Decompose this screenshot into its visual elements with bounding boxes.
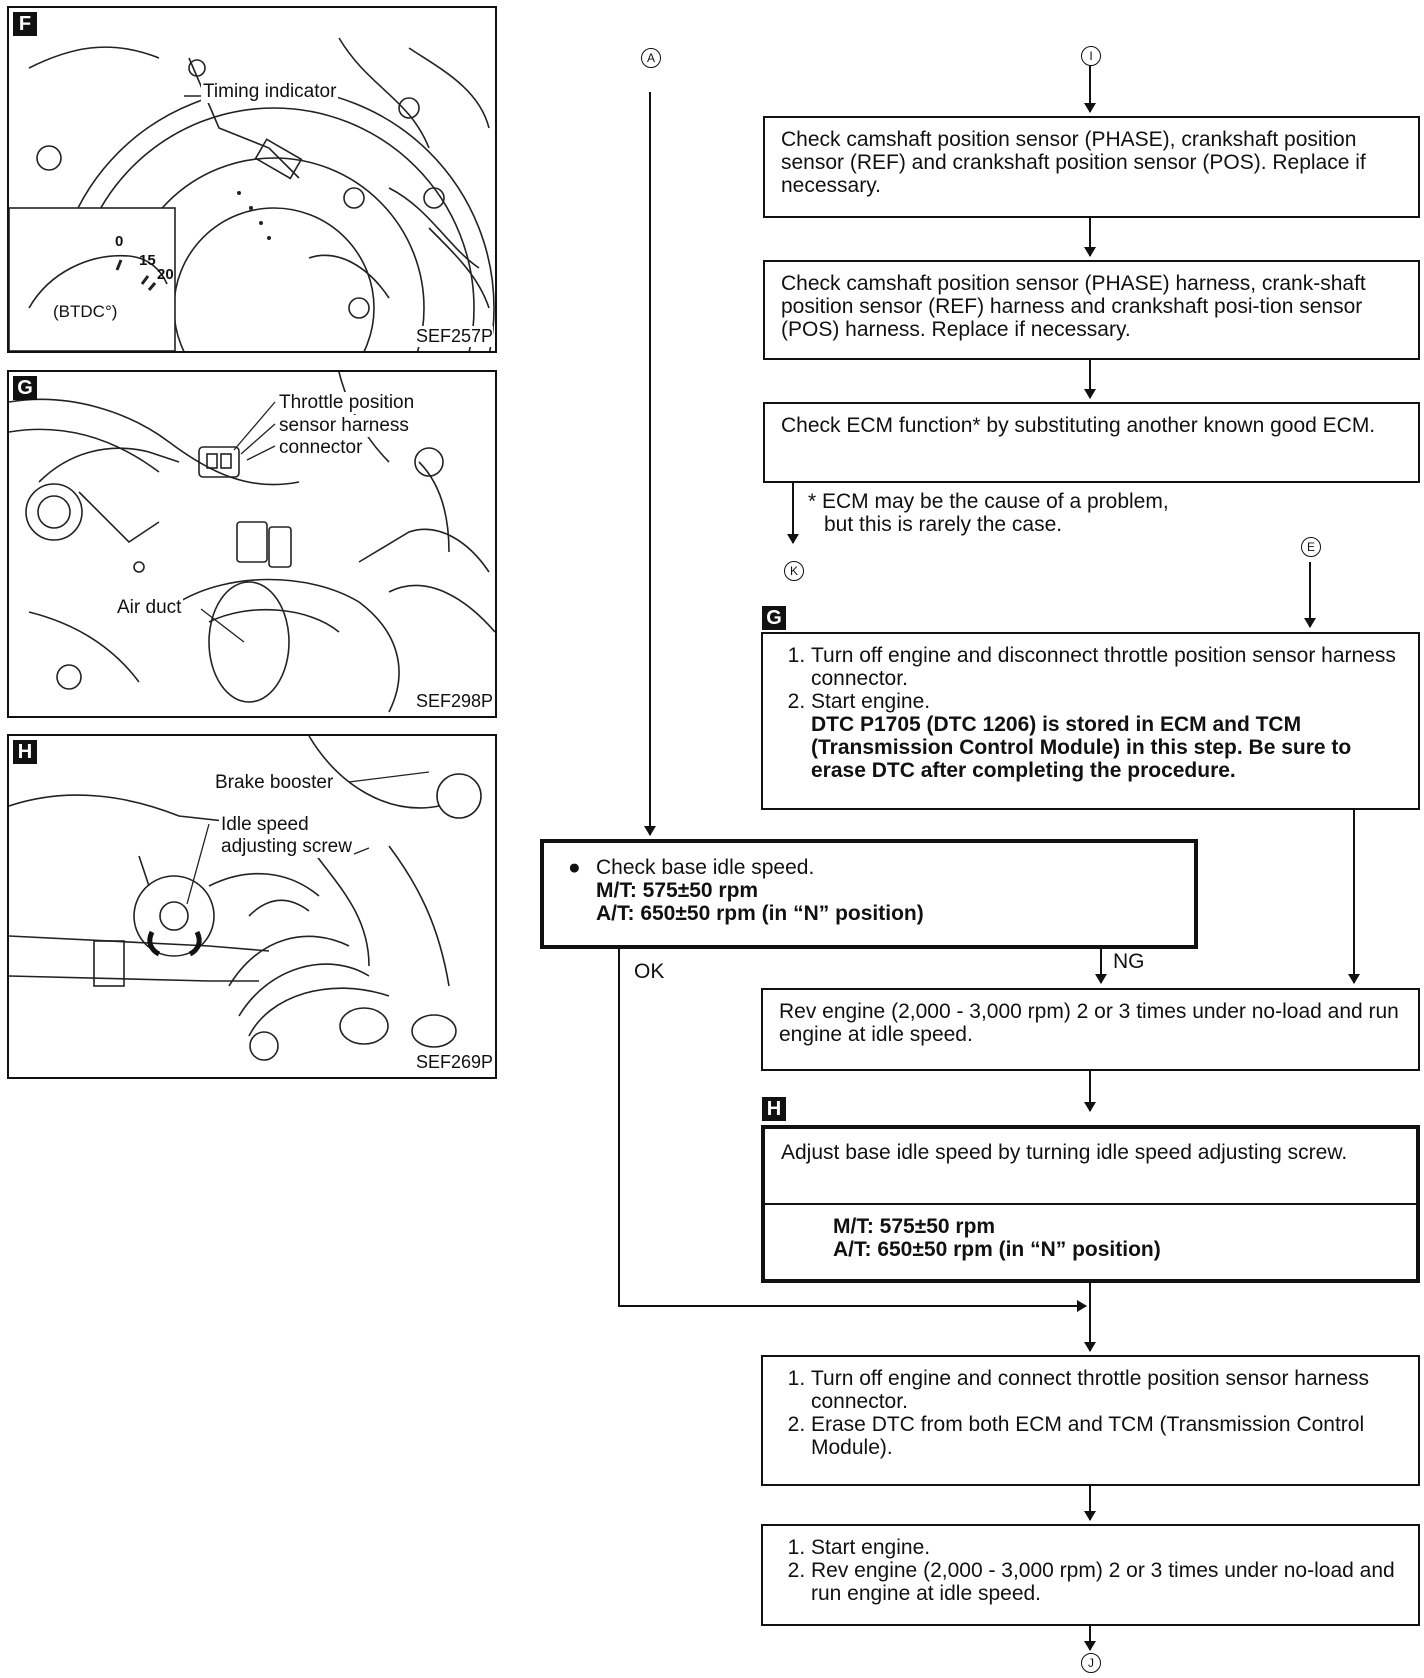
scale-label-15: 15 xyxy=(139,252,156,269)
idle-screw-label-line2: adjusting screw xyxy=(219,836,354,858)
connector-i: I xyxy=(1081,46,1101,66)
illustration-panel-g: G Throttle position sensor harness conne… xyxy=(7,370,497,718)
illustration-panel-f: F Timing indicator 0 15 20 (BTDC°) SEF25… xyxy=(7,6,497,353)
ecm-note-line1: * ECM may be the cause of a problem, xyxy=(808,490,1169,513)
check-harness-box: Check camshaft position sensor (PHASE) h… xyxy=(763,260,1420,360)
start-engine-step2: Rev engine (2,000 - 3,000 rpm) 2 or 3 ti… xyxy=(811,1559,1402,1605)
ok-label: OK xyxy=(634,960,665,983)
brake-booster-label: Brake booster xyxy=(213,772,336,794)
connector-a: A xyxy=(641,48,661,68)
reconnect-tps-step1: Turn off engine and connect throttle pos… xyxy=(811,1367,1402,1413)
panel-tag-f: F xyxy=(13,12,37,36)
connector-e: E xyxy=(1301,537,1321,557)
check-ecm-text: Check ECM function* by substituting anot… xyxy=(781,414,1376,437)
check-idle-speed-box: ●Check base idle speed. M/T: 575±50 rpm … xyxy=(540,839,1198,949)
step-tag-g: G xyxy=(762,606,786,630)
illustration-panel-h: H Brake booster Idle speed adjusting scr… xyxy=(7,734,497,1079)
reconnect-tps-step2: Erase DTC from both ECM and TCM (Transmi… xyxy=(811,1413,1402,1459)
adjust-idle-at: A/T: 650±50 rpm (in “N” position) xyxy=(833,1238,1161,1261)
reconnect-tps-box: Turn off engine and connect throttle pos… xyxy=(761,1355,1420,1486)
adjust-idle-box: Adjust base idle speed by turning idle s… xyxy=(761,1125,1420,1283)
check-sensors-text: Check camshaft position sensor (PHASE), … xyxy=(781,128,1366,197)
figure-code-h: SEF269P xyxy=(415,1052,493,1073)
timing-indicator-label: Timing indicator xyxy=(201,81,339,103)
connector-k: K xyxy=(784,561,804,581)
figure-code-g: SEF298P xyxy=(415,691,493,712)
rev-engine-text: Rev engine (2,000 - 3,000 rpm) 2 or 3 ti… xyxy=(779,1000,1399,1046)
rev-engine-box: Rev engine (2,000 - 3,000 rpm) 2 or 3 ti… xyxy=(761,988,1420,1071)
connector-j: J xyxy=(1081,1653,1101,1673)
check-sensors-box: Check camshaft position sensor (PHASE), … xyxy=(763,116,1420,218)
disconnect-tps-box: Turn off engine and disconnect throttle … xyxy=(761,632,1420,810)
panel-tag-h: H xyxy=(13,740,37,764)
air-duct-label: Air duct xyxy=(115,597,184,619)
arrow-ok-to-merge xyxy=(618,947,1087,1312)
tps-label-line2: sensor harness xyxy=(277,415,411,437)
idle-speed-screw-illustration xyxy=(9,736,482,1061)
start-engine-step1: Start engine. xyxy=(811,1536,1402,1559)
scale-label-0: 0 xyxy=(115,233,124,250)
tps-label-line3: connector xyxy=(277,437,365,459)
disconnect-tps-step2: Start engine. xyxy=(811,690,931,713)
scale-label-20: 20 xyxy=(157,266,174,283)
check-ecm-box: Check ECM function* by substituting anot… xyxy=(763,402,1420,483)
ng-label: NG xyxy=(1113,950,1145,973)
dtc-warning-text: DTC P1705 (DTC 1206) is stored in ECM an… xyxy=(811,713,1352,782)
adjust-idle-mt: M/T: 575±50 rpm xyxy=(833,1215,996,1238)
check-harness-text: Check camshaft position sensor (PHASE) h… xyxy=(781,272,1366,341)
throttle-sensor-illustration xyxy=(9,372,495,713)
bullet-icon: ● xyxy=(568,856,581,879)
adjust-idle-text: Adjust base idle speed by turning idle s… xyxy=(765,1129,1416,1205)
disconnect-tps-step1: Turn off engine and disconnect throttle … xyxy=(811,644,1402,690)
tps-label-line1: Throttle position xyxy=(277,392,417,414)
idle-screw-label-line1: Idle speed xyxy=(219,814,311,836)
ecm-note-line2: but this is rarely the case. xyxy=(824,513,1063,536)
start-engine-box: Start engine. Rev engine (2,000 - 3,000 … xyxy=(761,1524,1420,1626)
panel-tag-g: G xyxy=(13,376,37,400)
btdc-label: (BTDC°) xyxy=(53,302,118,321)
check-idle-mt: M/T: 575±50 rpm xyxy=(596,879,759,902)
figure-code-f: SEF257P xyxy=(415,326,493,347)
check-idle-bullet-text: Check base idle speed. xyxy=(596,856,815,879)
step-tag-h: H xyxy=(762,1097,786,1121)
check-idle-at: A/T: 650±50 rpm (in “N” position) xyxy=(596,902,924,925)
